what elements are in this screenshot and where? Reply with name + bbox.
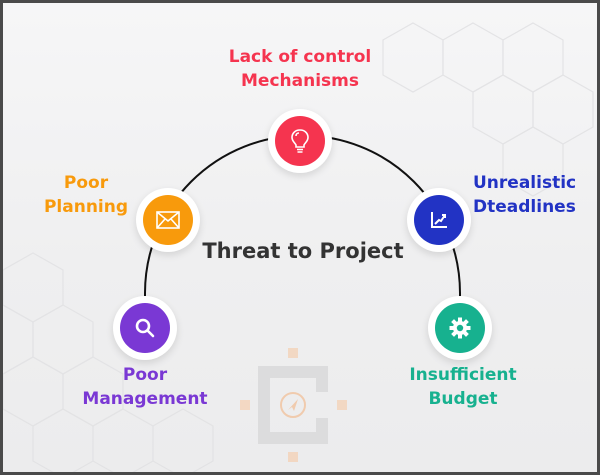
- label-unrealistic-deadlines: Unrealistic Dteadlines: [473, 171, 588, 219]
- node-poor-management: [113, 296, 177, 360]
- label-line-1: Poor: [122, 365, 168, 385]
- watermark-logo-icon: [240, 348, 347, 462]
- magnifier-icon: [120, 303, 170, 353]
- label-poor-planning: Poor Planning: [41, 171, 131, 219]
- label-line-2: Management: [82, 389, 208, 409]
- node-unrealistic-deadlines: [407, 188, 471, 252]
- label-line-1: Unrealistic: [473, 173, 577, 193]
- lightbulb-icon: [275, 116, 325, 166]
- node-poor-planning: [136, 188, 200, 252]
- label-line-1: Poor: [63, 173, 109, 193]
- diagram-canvas: Lack of control Mechanisms Poor Planning…: [3, 3, 597, 472]
- label-line-2: Mechanisms: [241, 71, 359, 91]
- node-lack-of-control: [268, 109, 332, 173]
- hexagon-background-pattern: [3, 22, 594, 472]
- node-insufficient-budget: [428, 296, 492, 360]
- diagram-title: Threat to Project: [202, 239, 404, 263]
- growth-chart-icon: [414, 195, 464, 245]
- gear-icon: [435, 303, 485, 353]
- label-line-1: Insufficient: [409, 365, 517, 385]
- label-insufficient-budget: Insufficient Budget: [398, 363, 528, 411]
- label-line-1: Lack of control: [228, 47, 372, 67]
- label-line-2: Planning: [43, 197, 129, 217]
- label-line-2: Budget: [428, 389, 498, 409]
- label-poor-management: Poor Management: [75, 363, 215, 411]
- envelope-icon: [143, 195, 193, 245]
- label-lack-of-control: Lack of control Mechanisms: [200, 45, 400, 93]
- label-line-2: Dteadlines: [473, 197, 576, 217]
